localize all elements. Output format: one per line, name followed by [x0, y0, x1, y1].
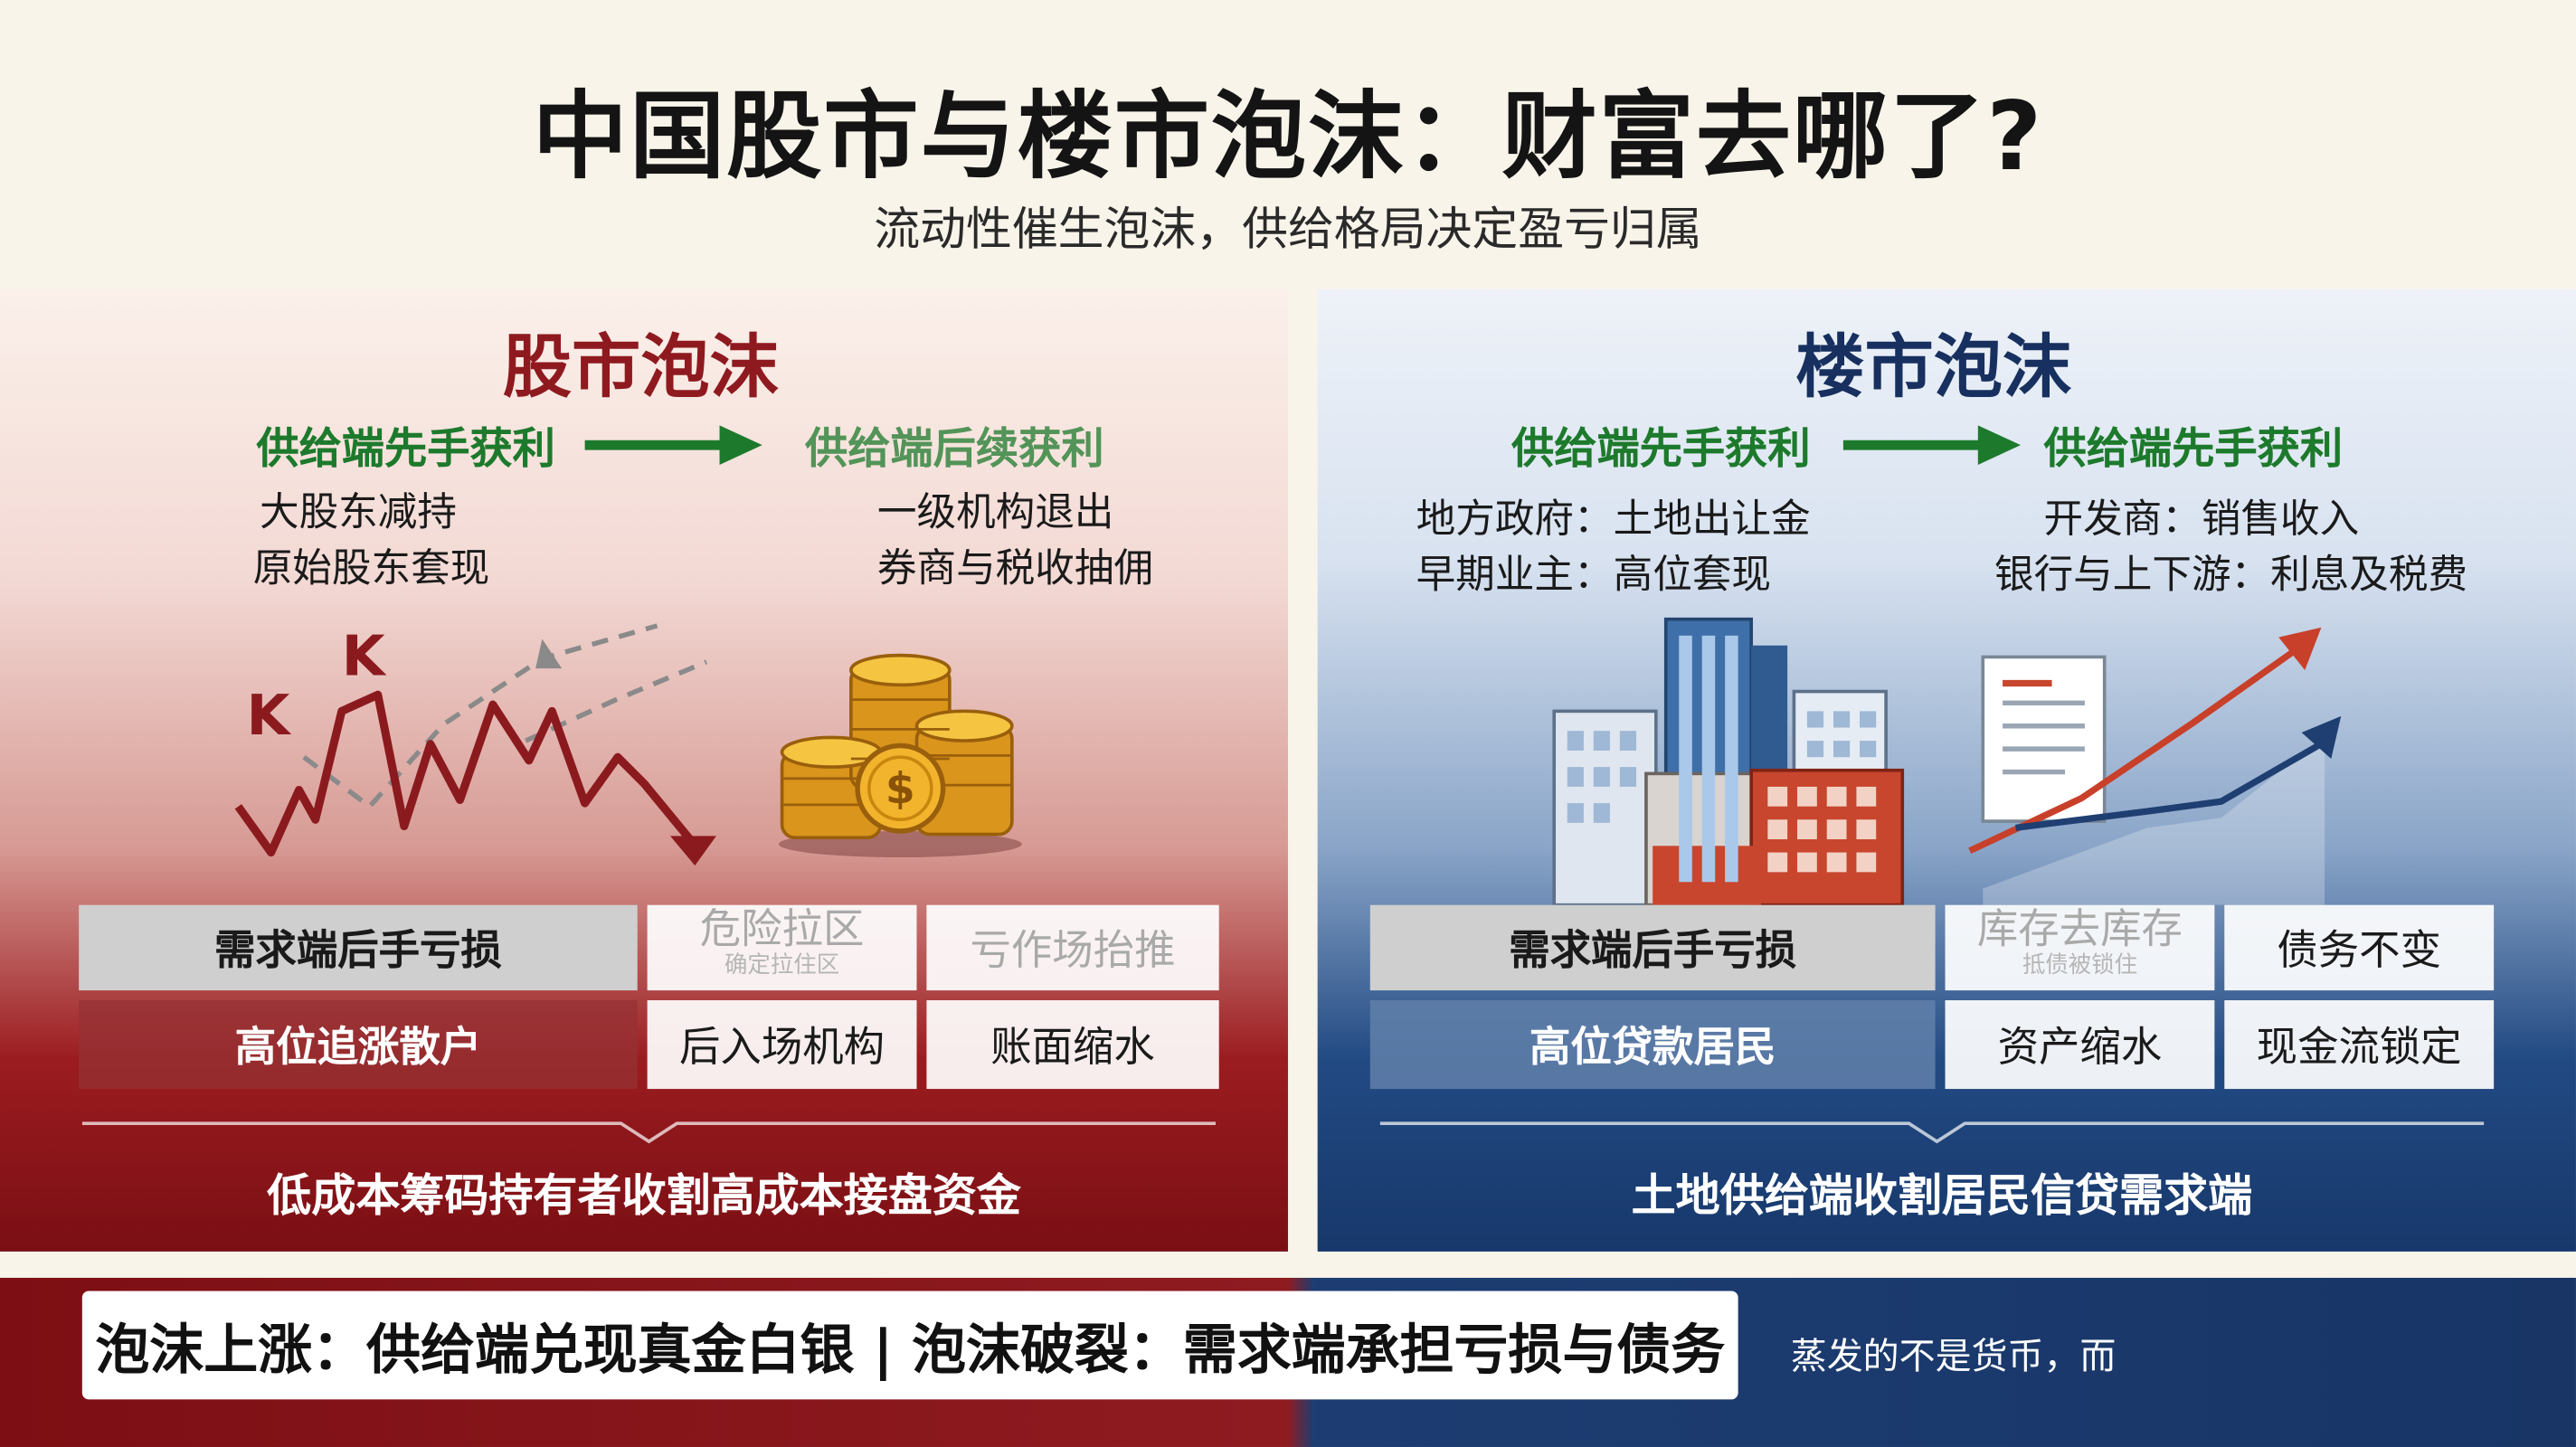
stock-danger-zone-label: 危险拉区 [699, 904, 865, 953]
gold-coins-icon: $ [778, 653, 1022, 858]
stock-flow-left-label: 供给端先手获利 [256, 425, 555, 475]
stock-left-line-2: 原始股东套现 [252, 544, 490, 591]
stock-panel-title: 股市泡沫 [502, 326, 779, 408]
banner-summary-box: 泡沫上涨：供给端兑现真金白银 | 泡沫破裂：需求端承担亏损与债务 [81, 1291, 1738, 1400]
house-inventory-sub: 抵债被锁住 [2022, 952, 2138, 979]
house-divider-chevron [1379, 1121, 2485, 1144]
stock-summary: 低成本筹码持有者收割高成本接盘资金 [267, 1170, 1021, 1223]
stock-loss-push-cell: 亏作场抬推 [926, 904, 1219, 991]
house-flow-left-label: 供给端先手获利 [1511, 425, 1811, 475]
stock-demand-loss-cell: 需求端后手亏损 [79, 904, 638, 991]
stock-flow-arrow-icon [584, 425, 762, 465]
house-inventory-cell: 库存去库存 抵债被锁住 [1945, 904, 2215, 991]
house-demand-loss-cell: 需求端后手亏损 [1369, 904, 1936, 991]
page-subtitle: 流动性催生泡沫，供给格局决定盈亏归属 [874, 202, 1702, 257]
stock-right-line-2: 券商与税收抽佣 [876, 544, 1154, 591]
stock-k-label-1: K [246, 683, 290, 750]
city-buildings-icon [1552, 617, 1905, 907]
stock-late-institution-cell: 后入场机构 [647, 1000, 917, 1090]
banner-tail-text: 蒸发的不是货币，而 [1790, 1337, 2117, 1378]
stock-danger-zone-cell: 危险拉区 确定拉住区 [647, 904, 917, 991]
stock-k-label-2: K [341, 624, 385, 690]
stock-loss-push-label: 亏作场抬推 [970, 926, 1176, 974]
house-debt-unchanged-cell: 债务不变 [2224, 904, 2495, 991]
stock-right-line-1: 一级机构退出 [876, 489, 1114, 536]
house-mortgage-resident-cell: 高位贷款居民 [1369, 1000, 1936, 1090]
rising-growth-chart-icon [1968, 627, 2342, 905]
house-right-line-2: 银行与上下游：利息及税费 [1994, 552, 2468, 599]
house-left-line-1: 地方政府：土地出让金 [1416, 496, 1811, 543]
house-flow-right-label: 供给端先手获利 [2043, 425, 2344, 475]
house-inventory-label: 库存去库存 [1976, 904, 2183, 953]
house-left-line-2: 早期业主：高位套现 [1416, 552, 1771, 599]
stock-danger-zone-sub: 确定拉住区 [724, 952, 840, 979]
stock-paper-shrink-cell: 账面缩水 [926, 1000, 1219, 1090]
house-cashflow-locked-cell: 现金流锁定 [2224, 1000, 2495, 1090]
house-right-line-1: 开发商：销售收入 [2043, 496, 2360, 543]
house-flow-arrow-icon [1842, 425, 2022, 465]
house-summary: 土地供给端收割居民信贷需求端 [1631, 1170, 2253, 1223]
stock-bubble-panel: 股市泡沫 供给端先手获利 供给端后续获利 大股东减持 原始股东套现 一级机构退出… [0, 288, 1288, 1252]
house-panel-title: 楼市泡沫 [1795, 326, 2072, 408]
stock-retail-cell: 高位追涨散户 [79, 1000, 638, 1090]
housing-bubble-panel: 楼市泡沫 供给端先手获利 供给端先手获利 地方政府：土地出让金 早期业主：高位套… [1317, 288, 2576, 1252]
stock-flow-right-label: 供给端后续获利 [804, 425, 1104, 475]
page-title: 中国股市与楼市泡沫：财富去哪了? [532, 80, 2044, 193]
stock-left-line-1: 大股东减持 [259, 489, 457, 536]
stock-crash-chart-icon [234, 623, 716, 866]
stock-divider-chevron [81, 1121, 1217, 1144]
svg-text:$: $ [886, 764, 915, 814]
house-asset-shrink-cell: 资产缩水 [1945, 1000, 2215, 1090]
